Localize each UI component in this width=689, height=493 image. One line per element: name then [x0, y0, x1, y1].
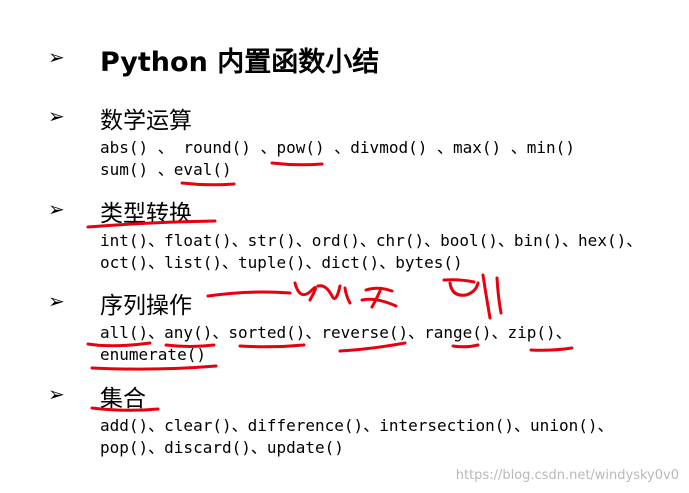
- watermark-url: https://blog.csdn.net/windysky0v0: [455, 468, 679, 483]
- function-list-line: add()、clear()、difference()、intersection(…: [100, 416, 614, 435]
- section-heading-type-conversion: 类型转换: [100, 201, 192, 227]
- function-list-line: enumerate(): [100, 345, 206, 364]
- function-list-line: int()、float()、str()、ord()、chr()、bool()、b…: [100, 231, 643, 250]
- underline-stroke: [90, 364, 218, 371]
- page-title: Python 内置函数小结: [100, 47, 380, 78]
- section-heading-math: 数学运算: [100, 108, 192, 134]
- function-list-line: pop()、discard()、update(): [100, 438, 344, 457]
- scribble-stroke: [360, 286, 398, 309]
- bullet-arrow-icon: ➢: [48, 382, 65, 406]
- scribble-stroke: [442, 273, 503, 320]
- section-heading-sequence-ops: 序列操作: [100, 293, 192, 319]
- section-heading-sets: 集合: [100, 386, 146, 412]
- underline-stroke: [338, 341, 407, 353]
- underline-stroke: [206, 290, 292, 298]
- function-list-line: all()、any()、sorted()、reverse()、range()、z…: [100, 323, 572, 342]
- bullet-arrow-icon: ➢: [48, 289, 65, 313]
- underline-stroke: [270, 161, 324, 167]
- underline-stroke: [238, 343, 306, 349]
- underline-stroke: [451, 343, 480, 349]
- bullet-arrow-icon: ➢: [48, 45, 65, 69]
- underline-stroke: [529, 346, 574, 352]
- function-list-line: oct()、list()、tuple()、dict()、bytes(): [100, 253, 463, 272]
- bullet-arrow-icon: ➢: [48, 197, 65, 221]
- underline-stroke: [180, 181, 236, 187]
- function-list-line: abs() 、 round() 、pow() 、divmod() 、max() …: [100, 138, 575, 157]
- function-list-line: sum() 、eval(): [100, 160, 232, 179]
- scribble-stroke: [293, 281, 352, 305]
- bullet-arrow-icon: ➢: [48, 104, 65, 128]
